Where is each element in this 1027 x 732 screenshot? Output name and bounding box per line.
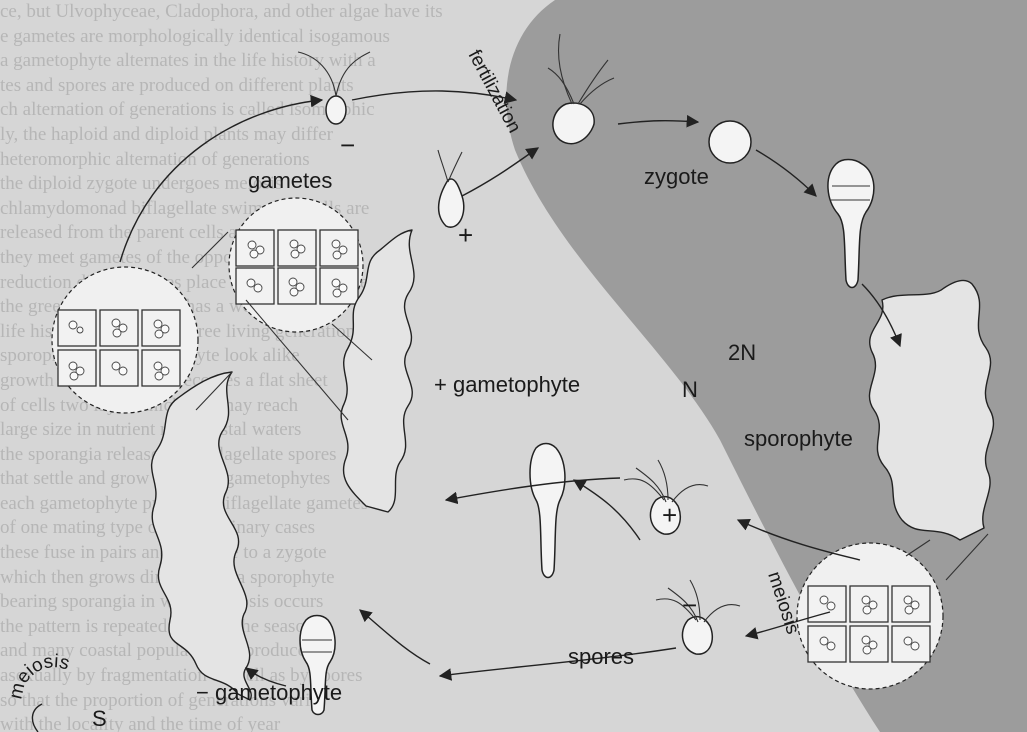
label-gamete-minus: − bbox=[340, 130, 355, 160]
zygote-cell bbox=[709, 121, 751, 163]
label-gametes: gametes bbox=[248, 168, 332, 193]
gametangia-zoom-circle-left bbox=[52, 267, 198, 413]
minus-gametophyte-thallus bbox=[152, 372, 252, 700]
label-spores: spores bbox=[568, 644, 634, 669]
label-spore-minus: − bbox=[682, 590, 697, 620]
minus-gamete bbox=[298, 52, 370, 124]
gametangia-zoom-circle-top bbox=[229, 198, 363, 332]
label-gamete-plus: + bbox=[458, 220, 473, 250]
plus-gamete bbox=[438, 150, 464, 227]
spore-germling-upper bbox=[530, 444, 565, 578]
label-spore-plus: + bbox=[662, 500, 677, 530]
meiosis-arc-symbol bbox=[32, 704, 42, 732]
label-diploid: 2N bbox=[728, 340, 756, 365]
label-haploid-s: S bbox=[92, 706, 107, 731]
label-minus-gametophyte: − gametophyte bbox=[196, 680, 342, 705]
label-sporophyte: sporophyte bbox=[744, 426, 853, 451]
label-haploid: N bbox=[682, 377, 698, 402]
label-meiosis-left: meiosis bbox=[5, 651, 71, 701]
minus-spore bbox=[656, 580, 740, 654]
label-zygote: zygote bbox=[644, 164, 709, 189]
sporangia-zoom-circle bbox=[797, 543, 943, 689]
label-plus-gametophyte: + gametophyte bbox=[434, 372, 580, 397]
